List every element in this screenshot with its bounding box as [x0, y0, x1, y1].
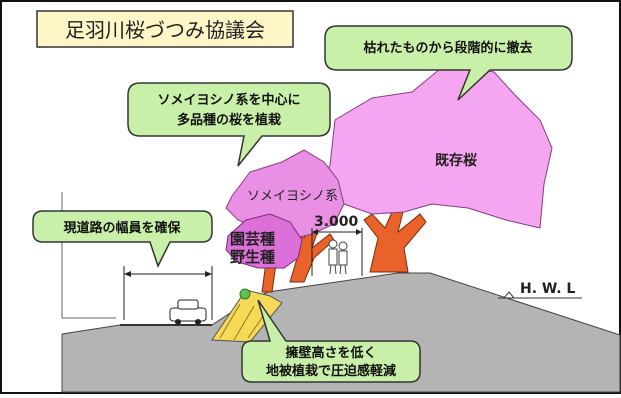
callout-road-width-text: 現道路の幅員を確保 — [63, 220, 181, 236]
someiyoshino-label: ソメイヨシノ系 — [247, 189, 338, 204]
callout-someiyoshino-line1: ソメイヨシノ系を中心に — [157, 92, 300, 108]
garden-variety-tree: 園芸種 野生種 — [225, 213, 303, 293]
callout-wall-line1: 擁壁高さを低く — [285, 345, 376, 361]
existing-tree-trunk — [363, 204, 427, 273]
wild-variety-label: 野生種 — [230, 248, 275, 266]
car — [169, 299, 207, 325]
title-box: 足羽川桜づつみ協議会 — [36, 10, 294, 48]
page-title: 足羽川桜づつみ協議会 — [65, 18, 265, 42]
path-width-dimension: 3.000 — [311, 214, 363, 276]
callout-replace-dead-text: 枯れたものから段階的に撤去 — [363, 40, 532, 56]
callout-someiyoshino-line2: 多品種の桜を植栽 — [177, 112, 281, 128]
callout-wall-line2: 地被植栽で圧迫感軽減 — [266, 363, 396, 379]
garden-tree-canopy — [225, 213, 303, 269]
retaining-wall — [211, 289, 283, 343]
hwl-label: H. W. L — [520, 281, 575, 297]
ground-cover-shrub — [239, 288, 251, 300]
callout-someiyoshino: ソメイヨシノ系を中心に 多品種の桜を植栽 — [127, 82, 331, 167]
existing-tree-label: 既存桜 — [435, 152, 477, 169]
existing-cherry-tree: 既存桜 — [319, 63, 553, 273]
dimension-label: 3.000 — [314, 214, 359, 230]
callout-replace-dead: 枯れたものから段階的に撤去 — [324, 25, 573, 101]
callout-retaining-wall: 擁壁高さを低く 地被植栽で圧迫感軽減 — [241, 299, 421, 383]
callout-road-width: 現道路の幅員を確保 — [32, 210, 213, 268]
hwl-marker: H. W. L — [498, 281, 582, 299]
existing-tree-canopy — [319, 63, 553, 229]
road-width-dimension — [123, 266, 213, 320]
garden-variety-label: 園芸種 — [230, 230, 275, 248]
pedestrians — [328, 239, 348, 275]
